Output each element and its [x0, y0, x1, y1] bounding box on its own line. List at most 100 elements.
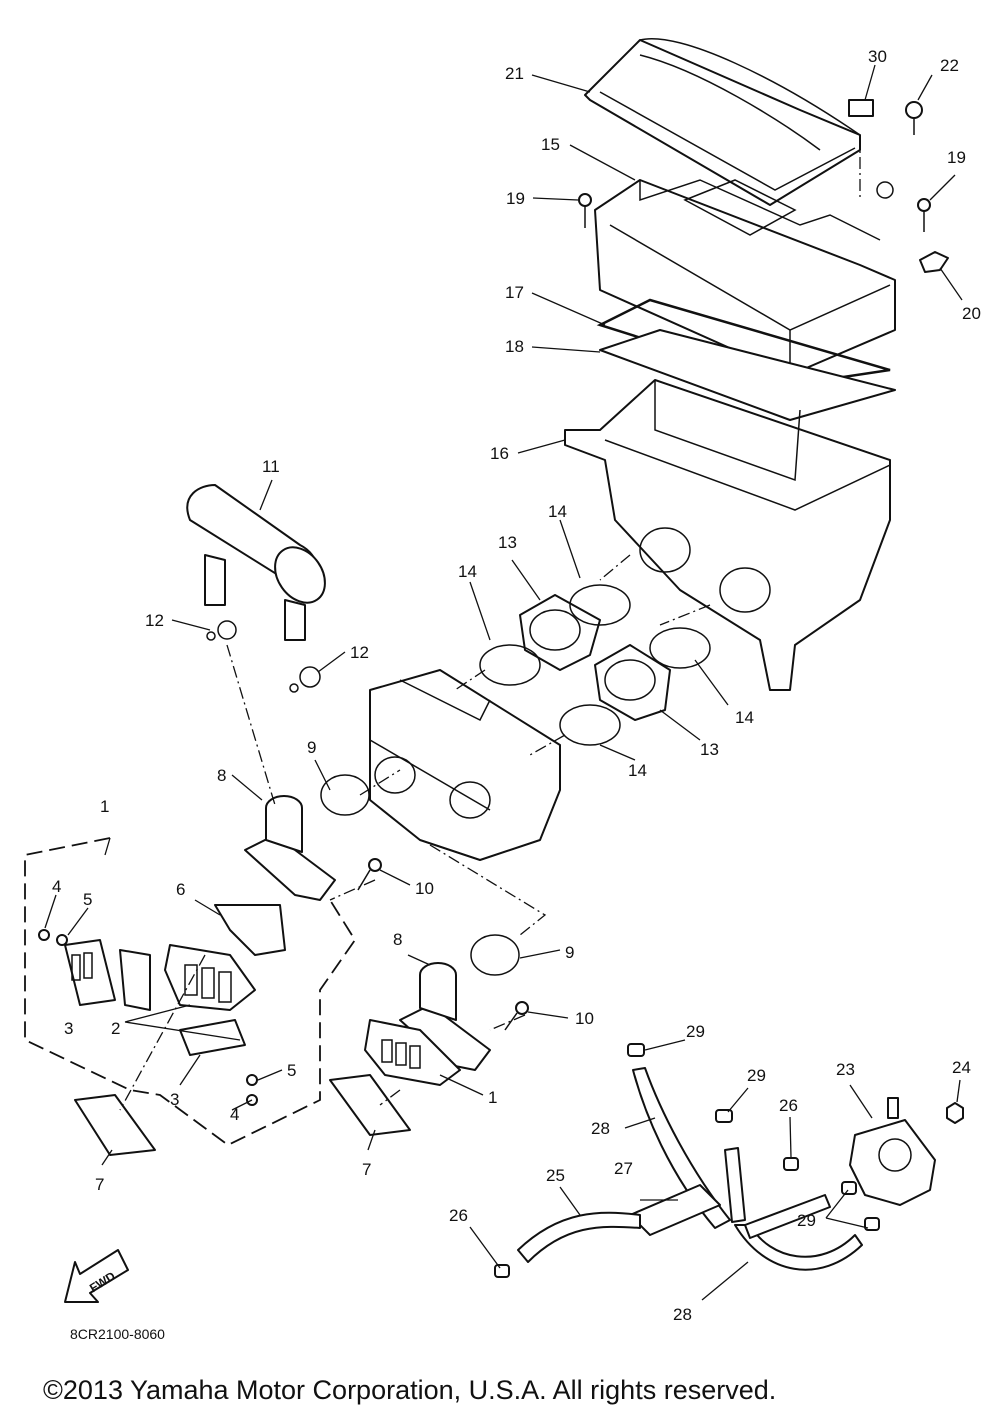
callout-9-lower: 9 — [565, 943, 574, 962]
callout-1-valve: 1 — [488, 1088, 497, 1107]
intake-manifold-8-lower — [399, 962, 491, 1071]
callout-28a: 28 — [591, 1119, 610, 1138]
cap-12-right — [289, 666, 321, 693]
callout-11: 11 — [262, 457, 280, 476]
hose-clip-29a — [627, 1043, 645, 1057]
forward-direction-arrow: FWD — [64, 1249, 129, 1303]
callout-5-lower: 5 — [287, 1061, 296, 1080]
fuel-hose-28-lower — [734, 1224, 863, 1271]
hose-clip-29b — [715, 1109, 733, 1123]
hose-clip-26b — [494, 1264, 510, 1278]
hose-clip-26a — [783, 1157, 799, 1171]
washer-5-upper — [56, 934, 68, 946]
callout-14b: 14 — [735, 708, 754, 727]
hose-clamp-14b — [649, 627, 711, 669]
callout-19-right: 19 — [947, 148, 966, 167]
callout-26b: 26 — [449, 1206, 468, 1225]
hose-clamp-9-upper — [320, 774, 370, 816]
callout-26a: 26 — [779, 1096, 798, 1115]
callout-28b: 28 — [673, 1305, 692, 1324]
callout-6: 6 — [176, 880, 185, 899]
nut-24 — [946, 1102, 964, 1124]
hose-clamp-14c — [479, 644, 541, 686]
screw-19-left — [578, 193, 592, 228]
cap-12-left — [206, 620, 237, 641]
callout-17: 17 — [505, 283, 524, 302]
screw-19-right — [917, 198, 931, 232]
copyright-notice: ©2013 Yamaha Motor Corporation, U.S.A. A… — [43, 1375, 776, 1405]
callout-9-upper: 9 — [307, 738, 316, 757]
intake-silencer — [186, 484, 326, 641]
callout-16: 16 — [490, 444, 509, 463]
hose-clamp-14a — [569, 584, 631, 626]
callout-7-right: 7 — [362, 1160, 371, 1179]
callout-12-right: 12 — [350, 643, 369, 662]
bolt-10-lower — [504, 1001, 529, 1031]
callout-10-lower: 10 — [575, 1009, 594, 1028]
callout-12-left: 12 — [145, 611, 164, 630]
callout-24: 24 — [952, 1058, 971, 1077]
bolt-10-upper — [357, 858, 382, 891]
callout-30: 30 — [868, 47, 887, 66]
gasket-7-right — [329, 1074, 411, 1136]
callout-23: 23 — [836, 1060, 855, 1079]
reed-valve-block — [119, 944, 256, 1011]
air-box-plate — [599, 329, 896, 421]
hose-clip-29d — [864, 1217, 880, 1231]
callout-27: 27 — [614, 1159, 633, 1178]
carb-joint-lower — [594, 644, 671, 721]
screw-4-upper — [38, 929, 50, 941]
callout-29b: 29 — [747, 1066, 766, 1085]
callout-21: 21 — [505, 64, 524, 83]
carburetor-assembly — [369, 669, 561, 861]
carb-joint-upper — [519, 594, 601, 671]
callout-3-upper: 3 — [64, 1019, 73, 1038]
hose-clamp-14d — [559, 704, 621, 746]
gasket-7-left — [74, 1094, 156, 1156]
callout-14d: 14 — [628, 761, 647, 780]
callout-10-upper: 10 — [415, 879, 434, 898]
callout-8-upper: 8 — [217, 766, 226, 785]
callout-4-upper: 4 — [52, 877, 61, 896]
callout-15: 15 — [541, 135, 560, 154]
callout-22: 22 — [940, 56, 959, 75]
callout-2: 2 — [111, 1019, 120, 1038]
air-filter-cover — [584, 38, 861, 206]
callout-14c: 14 — [458, 562, 477, 581]
reed-valve-assembly — [364, 1019, 461, 1086]
assembly-centerlines — [119, 135, 861, 1111]
callout-20: 20 — [962, 304, 981, 323]
intake-manifold-8-upper — [244, 795, 336, 901]
upper-air-box — [594, 179, 896, 376]
callout-25: 25 — [546, 1166, 565, 1185]
callout-18: 18 — [505, 337, 524, 356]
callout-13b: 13 — [700, 740, 719, 759]
washer-5-lower — [246, 1074, 258, 1086]
reed-spacer — [214, 904, 286, 956]
callout-8-lower: 8 — [393, 930, 402, 949]
callout-1-group: 1 — [100, 797, 109, 816]
callout-7-left: 7 — [95, 1175, 104, 1194]
rubber-block — [848, 99, 874, 117]
reed-plate-3-lower — [179, 1019, 246, 1056]
callout-5-upper: 5 — [83, 890, 92, 909]
callout-29a: 29 — [686, 1022, 705, 1041]
drawing-code: 8CR2100-8060 — [70, 1326, 165, 1342]
fuel-pump — [849, 1097, 936, 1206]
bolt-22 — [905, 101, 923, 135]
clip-20 — [919, 251, 949, 273]
hose-clamp-9-lower — [470, 934, 520, 976]
fuel-hose-short — [724, 1147, 746, 1223]
hose-clip-29c — [841, 1181, 857, 1195]
callout-14a: 14 — [548, 502, 567, 521]
callout-29c: 29 — [797, 1211, 816, 1230]
callout-13a: 13 — [498, 533, 517, 552]
fuel-hose-25 — [517, 1211, 641, 1263]
lower-air-box — [564, 379, 891, 691]
callout-3-lower: 3 — [170, 1090, 179, 1109]
fuel-hose-mid — [744, 1194, 831, 1239]
reed-group-boundary — [24, 837, 357, 1147]
callout-19-left: 19 — [506, 189, 525, 208]
reed-plate-3-upper — [64, 939, 116, 1006]
